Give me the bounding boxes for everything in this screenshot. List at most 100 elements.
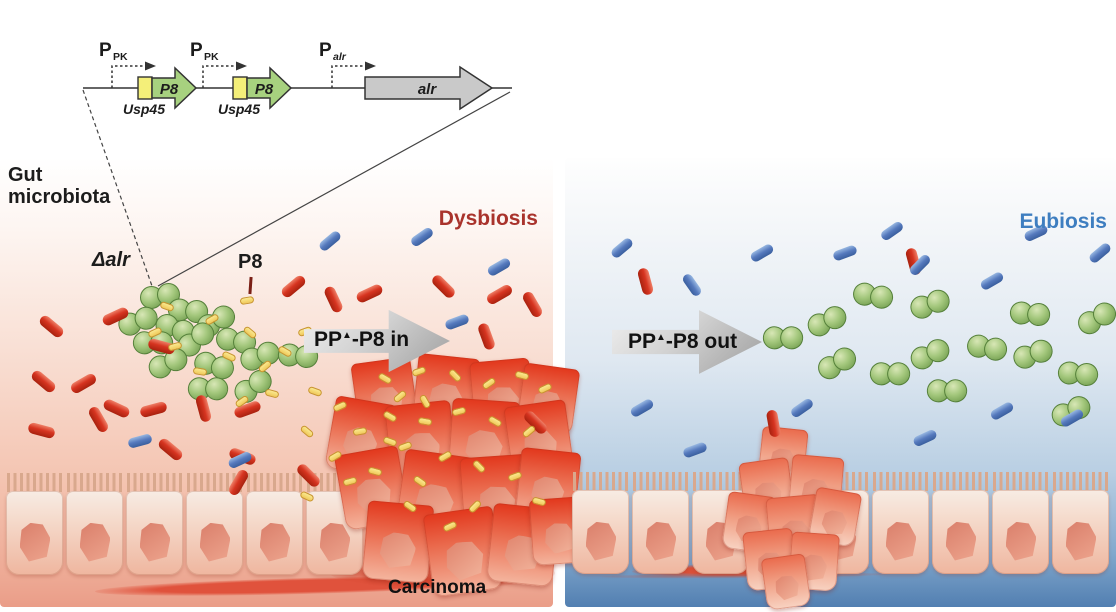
cell-nucleus — [444, 539, 487, 582]
red-rod-bacterium — [156, 436, 185, 463]
blue-rod-bacterium — [609, 236, 635, 260]
blue-rod-bacterium — [749, 242, 775, 264]
p8-gene-label-2: P8 — [255, 81, 274, 98]
red-rod-bacterium — [29, 368, 58, 395]
red-rod-bacterium — [139, 400, 168, 419]
cell-nucleus — [945, 521, 977, 561]
epithelial-cell — [1052, 490, 1109, 574]
red-rod-bacterium — [27, 421, 56, 440]
blue-rod-bacterium — [1087, 241, 1113, 265]
usp45-signal-box-2 — [232, 76, 248, 100]
microvilli-brush — [992, 472, 1049, 491]
microvilli-brush — [66, 473, 123, 492]
promoter2-subscript: PK — [204, 51, 219, 63]
p8-peptide-label: P8 — [238, 251, 263, 273]
promoter-arrowhead-3 — [365, 61, 376, 71]
cell-nucleus — [79, 522, 111, 562]
promoter-arrow-3 — [331, 65, 366, 88]
blue-rod-bacterium — [912, 428, 938, 448]
promoter2-label: P — [190, 40, 203, 61]
promoter-arrowhead-2 — [236, 61, 247, 71]
epithelial-cell — [186, 491, 243, 575]
green-diplococcus-bacterium — [1074, 299, 1116, 338]
cell-nucleus — [259, 522, 291, 562]
green-diplococcus-bacterium — [761, 322, 807, 355]
epithelial-cell — [246, 491, 303, 575]
p8-in-arrow-label: PP▲-P8 in — [314, 328, 409, 352]
eubiosis-title: Eubiosis — [1019, 210, 1107, 233]
microvilli-brush — [932, 472, 989, 491]
pp-suffix: -P8 out — [665, 330, 738, 353]
green-diplococcus-bacterium — [868, 358, 914, 391]
cell-nucleus — [585, 521, 617, 561]
cell-nucleus — [199, 522, 231, 562]
blue-rod-bacterium — [832, 244, 858, 262]
usp45-signal-box-1 — [137, 76, 153, 100]
dysbiosis-title: Dysbiosis — [438, 207, 538, 230]
red-rod-bacterium — [101, 397, 132, 420]
promoter1-label: P — [99, 40, 112, 61]
red-rod-bacterium — [636, 267, 655, 296]
cell-nucleus — [139, 522, 171, 562]
green-diplococcus-bacterium — [1007, 296, 1054, 332]
promoter-arrow-2 — [202, 65, 237, 88]
epithelial-cell — [126, 491, 183, 575]
pp-suffix: -P8 in — [351, 328, 410, 351]
promoter3-label: P — [319, 40, 332, 61]
epithelial-cell — [992, 490, 1049, 574]
blue-rod-bacterium — [879, 220, 905, 242]
p8-gene-arrow-1 — [151, 66, 198, 110]
microvilli-brush — [632, 472, 689, 491]
blue-rod-bacterium — [629, 397, 655, 419]
epithelial-cell — [66, 491, 123, 575]
gene-construct-diagram: P PK P PK P alr P8 Usp45 P8 Usp45 alr — [82, 40, 512, 287]
promoter1-subscript: PK — [113, 51, 128, 63]
p8-gene-label-1: P8 — [160, 81, 179, 98]
tumor-cell — [361, 500, 435, 584]
green-diplococcus-bacterium — [925, 375, 971, 408]
carcinoma-label: Carcinoma — [388, 577, 487, 598]
green-diplococcus-bacterium — [814, 344, 862, 383]
gut-microbiota-line2: microbiota — [8, 186, 111, 208]
cell-nucleus — [319, 522, 351, 562]
epithelial-cell — [932, 490, 989, 574]
microvilli-brush — [246, 473, 303, 492]
red-rod-bacterium — [69, 371, 98, 396]
p8-out-arrow-label: PP▲-P8 out — [628, 330, 737, 354]
green-diplococcus-bacterium — [1055, 356, 1102, 392]
cell-nucleus — [774, 574, 801, 601]
p8-peptide — [307, 385, 323, 398]
alr-gene-arrow — [364, 65, 494, 111]
red-rod-bacterium — [37, 313, 66, 340]
green-diplococcus-bacterium — [907, 336, 954, 372]
callout-line-solid — [157, 91, 511, 287]
microvilli-brush — [126, 473, 183, 492]
epithelial-cell — [6, 491, 63, 575]
blue-rod-bacterium — [681, 272, 703, 298]
green-diplococcus-bacterium — [1011, 337, 1057, 371]
tumor-cell — [760, 553, 812, 611]
microvilli-brush — [572, 472, 629, 491]
alr-gene-label: alr — [418, 81, 438, 98]
epithelial-cell — [872, 490, 929, 574]
epithelial-cell — [632, 490, 689, 574]
green-diplococcus-bacterium — [963, 329, 1012, 368]
delta-alr-label: Δalr — [92, 249, 130, 271]
green-diplococcus-bacterium — [908, 287, 954, 321]
promoter3-subscript: alr — [333, 51, 347, 63]
promoter-arrowhead-1 — [145, 61, 156, 71]
microvilli-brush — [6, 473, 63, 492]
usp45-label-2: Usp45 — [218, 101, 260, 117]
red-rod-bacterium — [476, 321, 497, 352]
blue-rod-bacterium — [979, 270, 1005, 292]
microvilli-brush — [872, 472, 929, 491]
pp-prefix: PP — [314, 328, 343, 351]
promoter-arrow-1 — [111, 65, 146, 88]
cell-nucleus — [885, 521, 917, 561]
blue-rod-bacterium — [444, 313, 470, 331]
pp-superscript: ▲ — [342, 330, 352, 341]
pp-superscript: ▲ — [656, 332, 666, 343]
blue-rod-bacterium — [127, 433, 153, 449]
